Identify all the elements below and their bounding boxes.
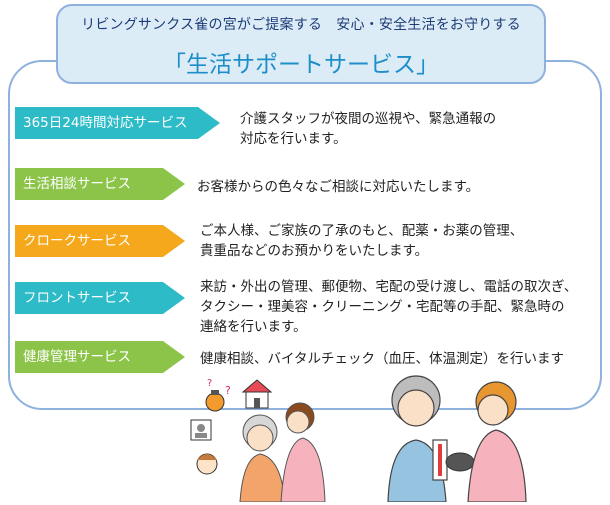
tag-consultation-service: 生活相談サービス [15, 168, 185, 200]
desc-front-service: 来訪・外出の管理、郵便物、宅配の受け渡し、電話の取次ぎ、 タクシー・理美容・クリ… [200, 279, 578, 335]
question-mark-icon: ? ? [207, 378, 231, 397]
sphygmomanometer-icon [432, 439, 475, 481]
desc-24h-service: 介護スタッフが夜間の巡視や、緊急通報の 対応を行います。 [240, 111, 497, 147]
desc-cloak-service: ご本人様、ご家族の了承のもと、配薬・お薬の管理、 貴重品などのお預かりをいたしま… [200, 223, 524, 259]
header-subtitle: リビングサンクス雀の宮がご提案する 安心・安全生活をお守りする [81, 17, 521, 33]
header-title: 「生活サポートサービス」 [163, 52, 439, 78]
header-box: リビングサンクス雀の宮がご提案する 安心・安全生活をお守りする 「生活サポートサ… [56, 4, 546, 84]
svg-text:?: ? [207, 378, 212, 389]
nurse-figure [467, 381, 527, 502]
svg-text:?: ? [225, 384, 231, 397]
desc-consultation-service: お客様からの色々なご相談に対応いたします。 [197, 179, 480, 195]
bag-icon [205, 390, 225, 412]
tag-24h-service: 365日24時間対応サービス [15, 107, 220, 139]
portrait-icon [190, 419, 212, 441]
blood-pressure-illustration [387, 375, 527, 502]
face-icon [196, 453, 218, 475]
tag-front-service: フロントサービス [15, 282, 185, 314]
tag-health-service: 健康管理サービス [15, 341, 185, 373]
elderly-man-figure [387, 375, 447, 502]
desc-health-service: 健康相談、バイタルチェック（血圧、体温測定）を行います [200, 351, 564, 367]
caregiver-elderly-illustration: ? ? [190, 378, 326, 502]
tag-cloak-service: クロークサービス [15, 225, 185, 257]
house-icon [241, 379, 273, 409]
caregiver-figure [280, 402, 326, 502]
elderly-woman-figure [239, 414, 286, 502]
